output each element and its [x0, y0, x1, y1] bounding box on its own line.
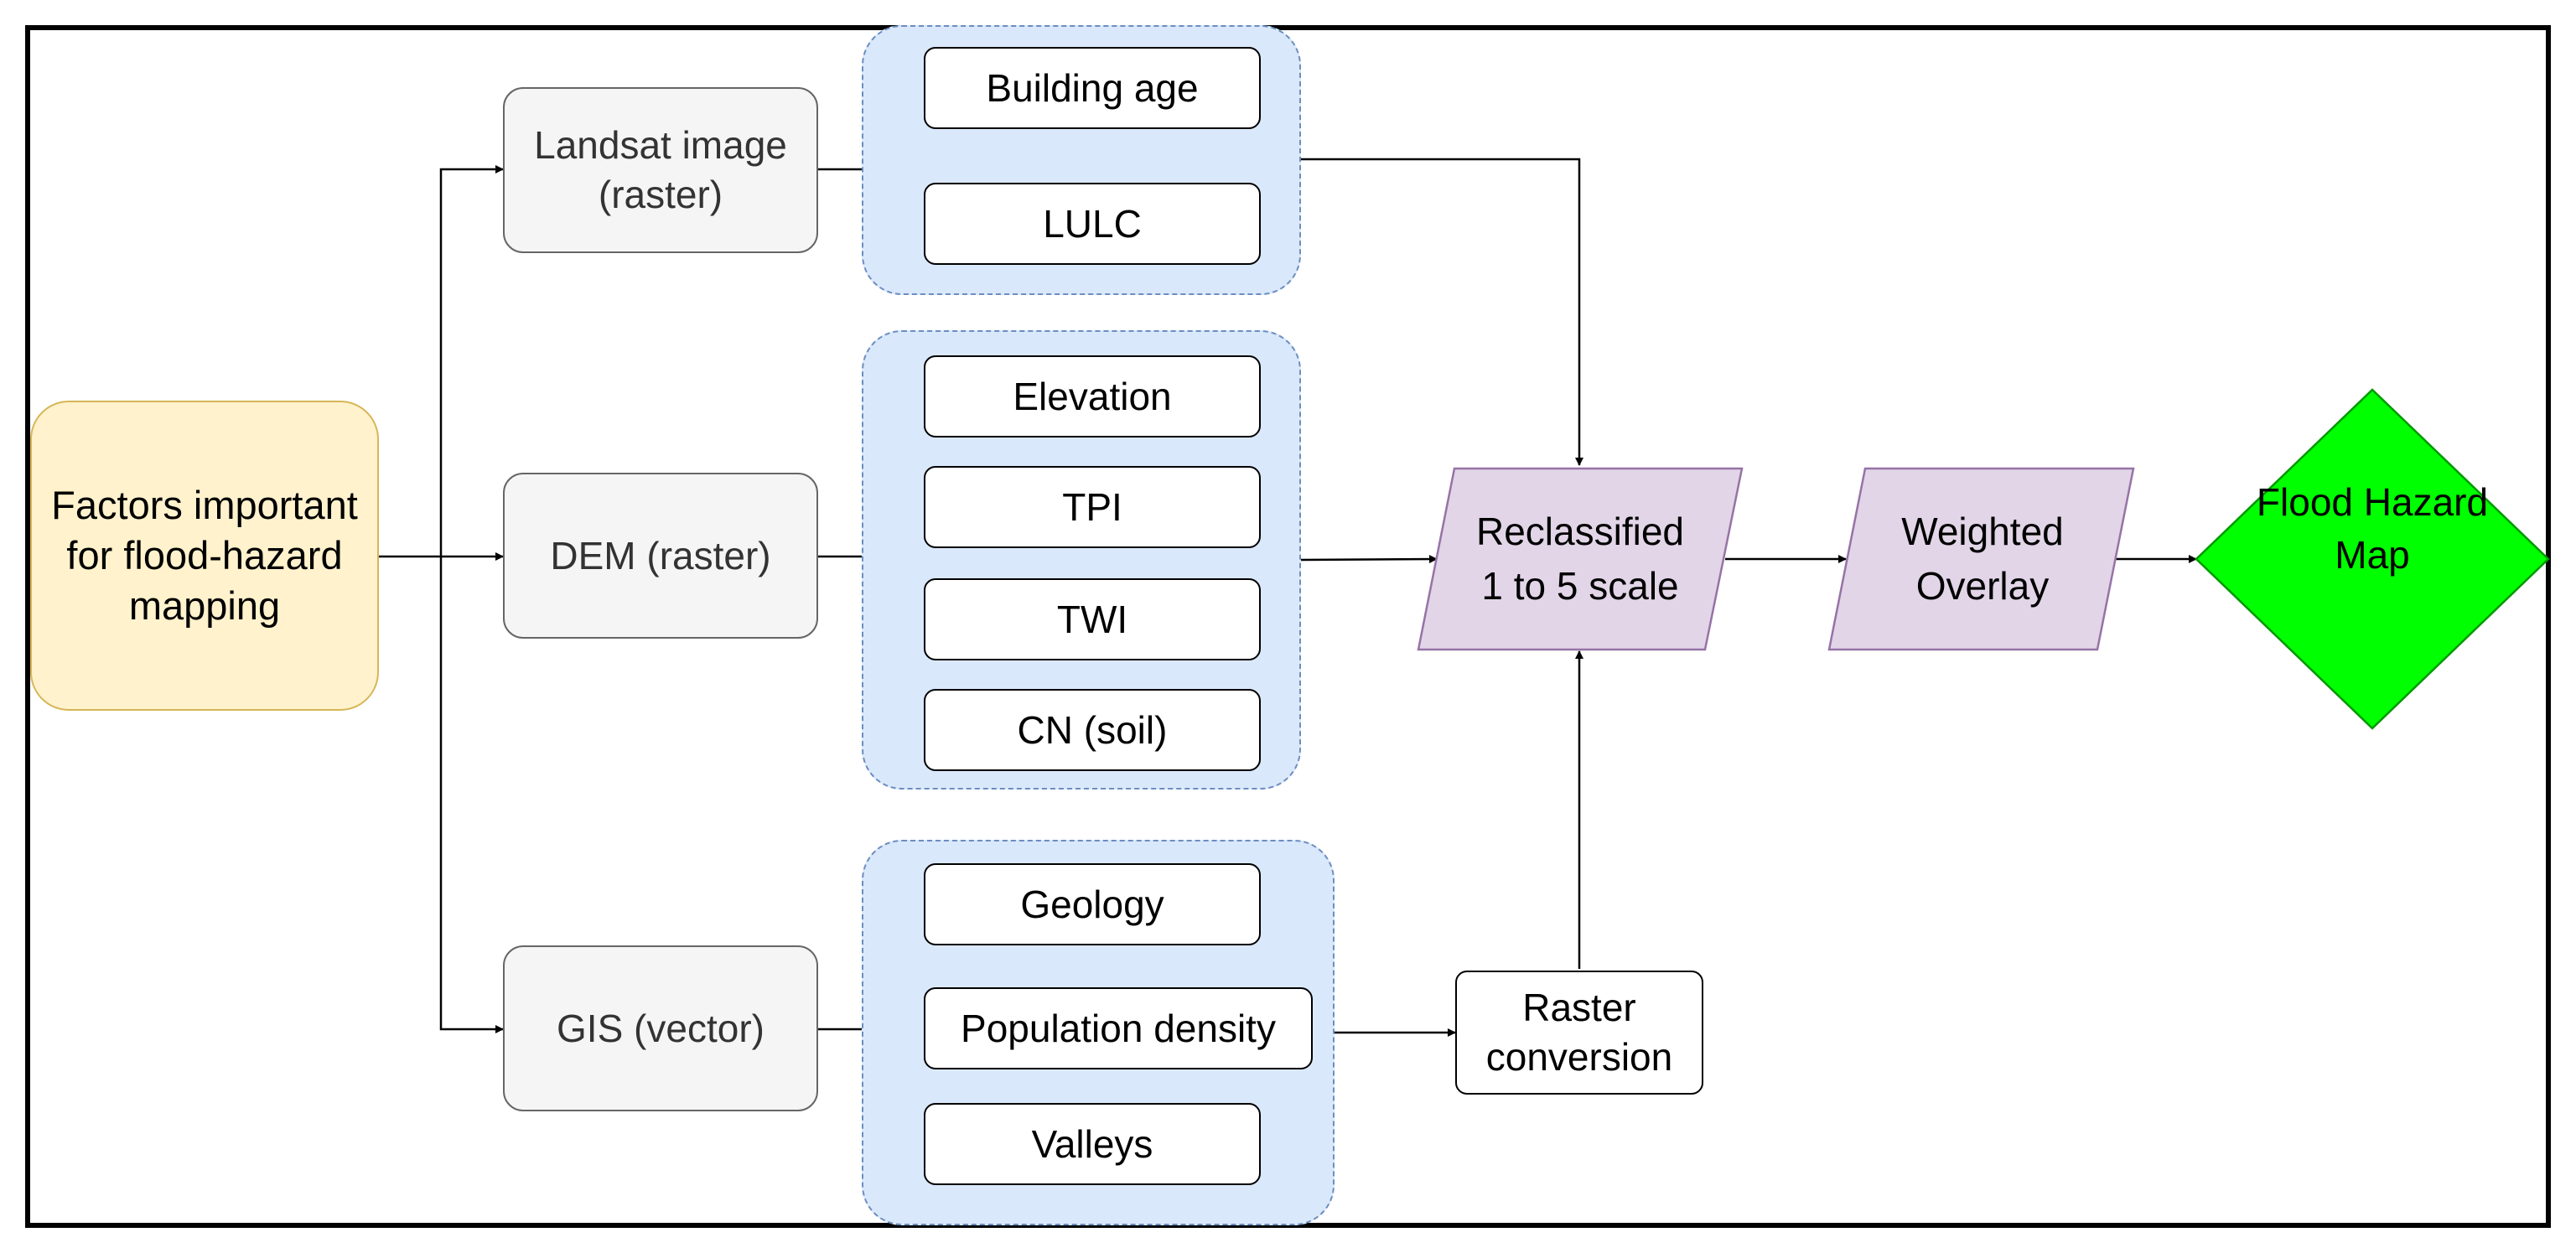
population-density-label: Population density	[961, 1006, 1276, 1050]
edge-dem-group-to-reclassified	[1300, 555, 1438, 564]
landsat-label: Landsat image (raster)	[534, 123, 787, 216]
geology-label: Geology	[1020, 882, 1164, 926]
lulc-label: LULC	[1043, 201, 1142, 246]
gis-label: GIS (vector)	[557, 1006, 765, 1050]
reclassified-label: Reclassified 1 to 5 scale	[1476, 509, 1684, 608]
edge-source-to-landsat	[439, 165, 504, 557]
flood-hazard-map-text: Flood Hazard Map	[2205, 474, 2540, 583]
building-age-label: Building age	[986, 65, 1199, 110]
twi-label: TWI	[1056, 597, 1128, 641]
dem-label: DEM (raster)	[550, 533, 771, 577]
valleys-box: Valleys	[924, 1103, 1261, 1185]
reclassified-shape	[1417, 467, 1744, 651]
edge-landsat-group-to-reclassified	[1301, 158, 1583, 466]
weighted-overlay-label: Weighted Overlay	[1901, 509, 2064, 608]
valleys-label: Valleys	[1031, 1121, 1153, 1166]
dem-box: DEM (raster)	[503, 473, 818, 639]
raster-conversion-label: Raster conversion	[1485, 986, 1673, 1079]
gis-box: GIS (vector)	[503, 945, 818, 1111]
cn-soil-label: CN (soil)	[1017, 707, 1168, 752]
building-age-box: Building age	[924, 47, 1261, 129]
elevation-box: Elevation	[924, 355, 1261, 438]
reclassified-text: Reclassified 1 to 5 scale	[1442, 469, 1718, 650]
flood-hazard-map-label: Flood Hazard Map	[2256, 479, 2489, 577]
tpi-box: TPI	[924, 466, 1261, 548]
cn-soil-box: CN (soil)	[924, 689, 1261, 771]
diagram-frame	[25, 25, 2551, 1228]
edge-source-to-gis	[439, 557, 504, 1033]
weighted-overlay-text: Weighted Overlay	[1853, 469, 2112, 650]
elevation-label: Elevation	[1013, 374, 1172, 418]
landsat-image-box: Landsat image (raster)	[503, 87, 818, 253]
flood-hazard-map-shape	[2195, 388, 2550, 730]
population-density-box: Population density	[924, 987, 1313, 1069]
weighted-overlay-shape	[1827, 467, 2135, 651]
raster-conversion-box: Raster conversion	[1455, 971, 1703, 1095]
tpi-label: TPI	[1062, 484, 1122, 529]
geology-box: Geology	[924, 863, 1261, 945]
lulc-box: LULC	[924, 183, 1261, 265]
twi-box: TWI	[924, 578, 1261, 660]
source-label: Factors important for flood-hazard mappi…	[51, 482, 358, 629]
source-factors-box: Factors important for flood-hazard mappi…	[30, 401, 379, 711]
